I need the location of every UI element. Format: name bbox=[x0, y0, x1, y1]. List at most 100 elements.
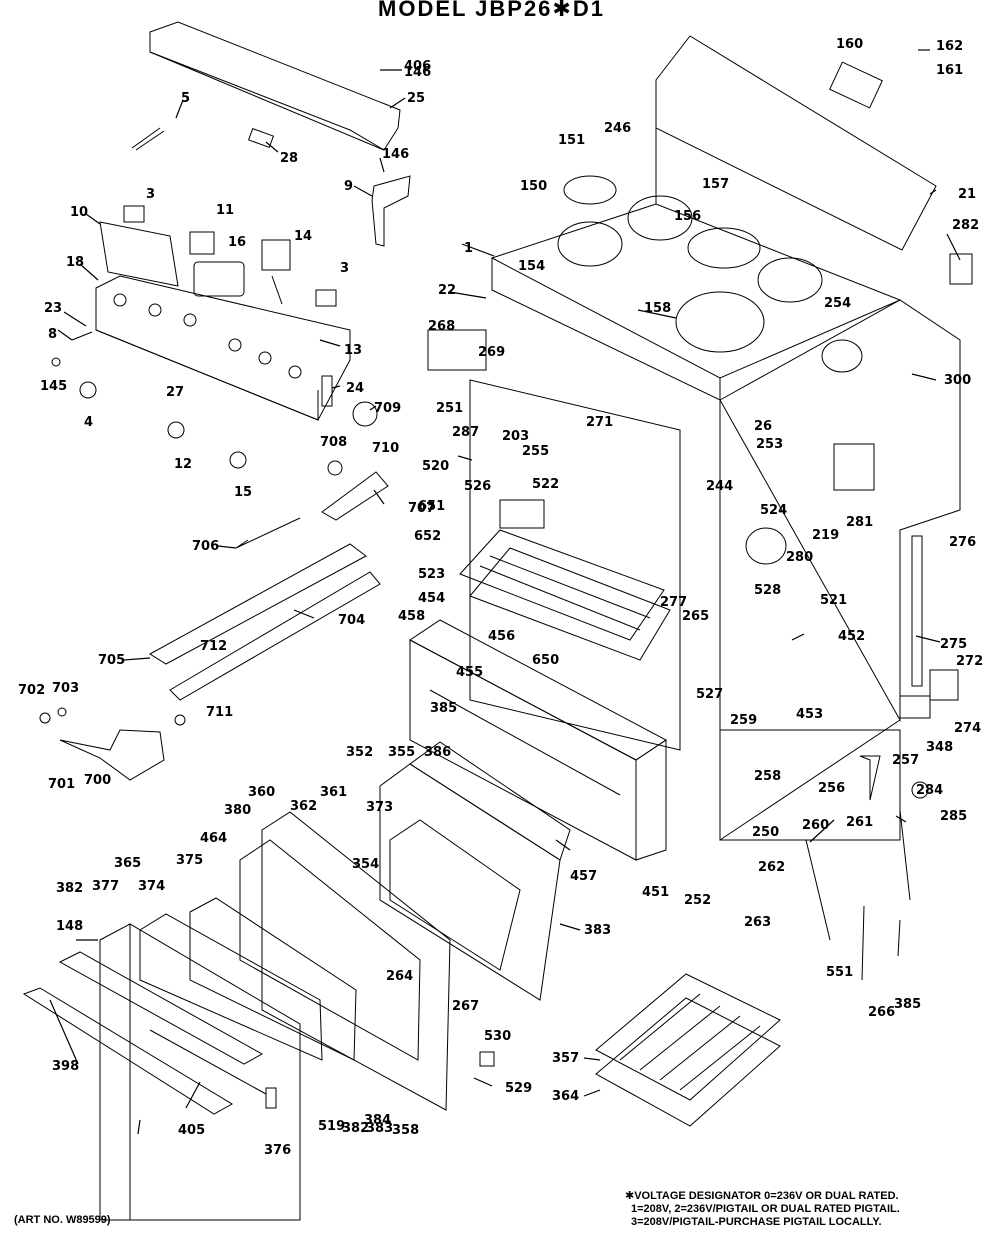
part-callout-259: 259 bbox=[730, 713, 757, 728]
part-callout-708: 708 bbox=[320, 435, 347, 450]
diagram-title: MODEL JBP26✱D1 bbox=[378, 0, 605, 21]
door-374 bbox=[389, 819, 521, 971]
part-405 bbox=[265, 1087, 277, 1109]
backsplash-21 bbox=[655, 35, 937, 251]
part-281 bbox=[833, 443, 875, 491]
knob-4 bbox=[79, 381, 97, 399]
part-callout-382: 382 bbox=[56, 881, 83, 896]
knob-12 bbox=[167, 421, 185, 439]
part-callout-258: 258 bbox=[754, 769, 781, 784]
part-callout-551: 551 bbox=[826, 965, 853, 980]
control-panel-18 bbox=[95, 275, 351, 421]
part-callout-21: 21 bbox=[958, 187, 976, 202]
drip-pan-154 bbox=[557, 221, 623, 267]
part-callout-348: 348 bbox=[926, 740, 953, 755]
part-callout-262: 262 bbox=[758, 860, 785, 875]
part-callout-280: 280 bbox=[786, 550, 813, 565]
part-272 bbox=[929, 669, 959, 701]
part-callout-522: 522 bbox=[532, 477, 559, 492]
door-liner-352 bbox=[379, 763, 561, 1001]
part-callout-523: 523 bbox=[418, 567, 445, 582]
part-callout-710: 710 bbox=[372, 441, 399, 456]
part-callout-405: 405 bbox=[178, 1123, 205, 1138]
part-callout-276: 276 bbox=[949, 535, 976, 550]
knob-15 bbox=[229, 451, 247, 469]
part-callout-711: 711 bbox=[206, 705, 233, 720]
part-callout-26: 26 bbox=[754, 419, 772, 434]
leader-lines bbox=[49, 49, 961, 1135]
part-callout-373: 373 bbox=[366, 800, 393, 815]
part-284 bbox=[911, 781, 929, 799]
part-callout-13: 13 bbox=[344, 343, 362, 358]
part-callout-269: 269 bbox=[478, 345, 505, 360]
part-callout-380: 380 bbox=[224, 803, 251, 818]
part-callout-364: 364 bbox=[552, 1089, 579, 1104]
part-callout-3: 3 bbox=[340, 261, 349, 276]
part-callout-146: 146 bbox=[404, 65, 431, 80]
part-callout-285: 285 bbox=[940, 809, 967, 824]
part-711 bbox=[174, 714, 186, 726]
part-callout-360: 360 bbox=[248, 785, 275, 800]
part-callout-705: 705 bbox=[98, 653, 125, 668]
part-16 bbox=[193, 261, 245, 297]
part-callout-451: 451 bbox=[642, 885, 669, 900]
part-callout-22: 22 bbox=[438, 283, 456, 298]
part-24 bbox=[321, 375, 333, 407]
part-callout-355: 355 bbox=[388, 745, 415, 760]
part-callout-157: 157 bbox=[702, 177, 729, 192]
panel-bracket-10 bbox=[99, 221, 179, 287]
part-callout-384: 384 bbox=[364, 1113, 391, 1128]
part-callout-455: 455 bbox=[456, 665, 483, 680]
part-callout-268: 268 bbox=[428, 319, 455, 334]
part-702 bbox=[39, 712, 51, 724]
knob-3a bbox=[123, 205, 145, 223]
cooktop-1 bbox=[490, 203, 902, 379]
broiler-grid-530 bbox=[595, 973, 781, 1101]
art-number: (ART NO. W89599) bbox=[14, 1214, 111, 1226]
part-callout-274: 274 bbox=[954, 721, 981, 736]
handle-385 bbox=[22, 987, 233, 1115]
part-callout-701: 701 bbox=[48, 777, 75, 792]
part-callout-254: 254 bbox=[824, 296, 851, 311]
part-callout-252: 252 bbox=[684, 893, 711, 908]
part-callout-707: 707 bbox=[408, 501, 435, 516]
side-panel-276 bbox=[719, 299, 961, 722]
part-callout-454: 454 bbox=[418, 591, 445, 606]
part-callout-25: 25 bbox=[407, 91, 425, 106]
drawer-front-365 bbox=[409, 619, 667, 761]
part-callout-5: 5 bbox=[181, 91, 190, 106]
footnote-line: 1=208V, 2=236V/PIGTAIL OR DUAL RATED PIG… bbox=[631, 1203, 900, 1215]
part-254 bbox=[821, 339, 863, 373]
part-callout-251: 251 bbox=[436, 401, 463, 416]
spring-267 bbox=[861, 905, 865, 981]
rail-705 bbox=[149, 543, 367, 665]
element-156 bbox=[687, 227, 761, 269]
part-callout-14: 14 bbox=[294, 229, 312, 244]
part-398 bbox=[479, 1051, 495, 1067]
part-callout-161: 161 bbox=[936, 63, 963, 78]
door-382 bbox=[139, 913, 323, 1061]
part-callout-265: 265 bbox=[682, 609, 709, 624]
part-callout-529: 529 bbox=[505, 1081, 532, 1096]
part-282 bbox=[949, 253, 973, 285]
oven-door-358 bbox=[99, 923, 301, 1221]
part-callout-282: 282 bbox=[952, 218, 979, 233]
part-callout-146: 146 bbox=[382, 147, 409, 162]
part-707 bbox=[321, 471, 389, 521]
part-callout-709: 709 bbox=[374, 401, 401, 416]
part-703 bbox=[57, 707, 67, 717]
part-callout-358: 358 bbox=[392, 1123, 419, 1138]
part-callout-28: 28 bbox=[280, 151, 298, 166]
part-callout-4: 4 bbox=[84, 415, 93, 430]
part-callout-150: 150 bbox=[520, 179, 547, 194]
part-callout-383: 383 bbox=[366, 1121, 393, 1136]
part-callout-357: 357 bbox=[552, 1051, 579, 1066]
part-callout-15: 15 bbox=[234, 485, 252, 500]
part-28 bbox=[247, 127, 275, 149]
part-274 bbox=[899, 695, 931, 719]
door-panel-360 bbox=[261, 811, 451, 1111]
part-700 bbox=[59, 729, 165, 781]
part-callout-377: 377 bbox=[92, 879, 119, 894]
part-callout-10: 10 bbox=[70, 205, 88, 220]
